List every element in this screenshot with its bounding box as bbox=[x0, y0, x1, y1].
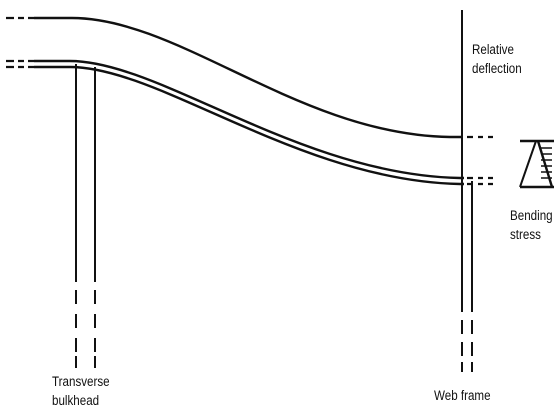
web-frame-text: Web frame bbox=[434, 388, 491, 403]
relative-deflection-label: Relative deflection bbox=[472, 40, 522, 78]
relative-deflection-line1: Relative bbox=[472, 42, 514, 57]
bending-stress-diagram bbox=[519, 139, 554, 189]
bending-stress-line2: stress bbox=[510, 227, 541, 242]
bending-stress-line1: Bending bbox=[510, 208, 553, 223]
web-frame-verticals bbox=[461, 10, 473, 372]
girder-bottom-double-line bbox=[6, 59, 493, 186]
girder-top-line bbox=[6, 16, 493, 139]
relative-deflection-line2: deflection bbox=[472, 61, 522, 76]
transverse-bulkhead-line1: Transverse bbox=[52, 374, 110, 389]
web-frame-label: Web frame bbox=[434, 386, 491, 405]
bending-stress-label: Bending stress bbox=[510, 206, 553, 244]
bulkhead-verticals bbox=[75, 64, 96, 368]
transverse-bulkhead-line2: bulkhead bbox=[52, 393, 100, 408]
transverse-bulkhead-label: Transverse bulkhead bbox=[52, 372, 110, 410]
